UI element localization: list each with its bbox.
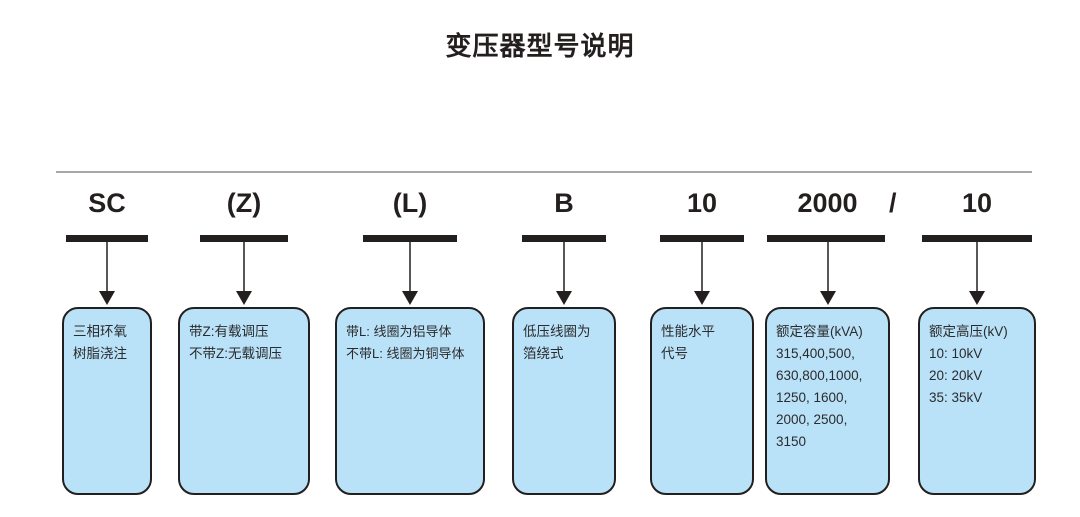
code-underline-2: [363, 235, 457, 242]
description-line: 代号: [661, 346, 688, 361]
code-label-4: 10: [686, 188, 718, 218]
arrow-head-2: [402, 291, 418, 305]
description-line: 35: 35kV: [929, 390, 983, 405]
arrow-head-4: [694, 291, 710, 305]
description-line: 2000, 2500,: [776, 412, 848, 427]
arrow-stem-0: [106, 242, 108, 294]
arrow-stem-6: [976, 242, 978, 294]
code-label-5: 2000: [797, 188, 858, 218]
description-line: 1250, 1600,: [776, 390, 848, 405]
description-line: 不带L: 线圈为铜导体: [346, 346, 465, 361]
arrow-head-6: [969, 291, 985, 305]
code-column-0: SC: [62, 186, 152, 305]
code-underline-0: [66, 235, 148, 242]
description-line: 低压线圈为: [523, 324, 591, 339]
arrow-stem-2: [409, 242, 411, 294]
description-box-6: 额定高压(kV) 10: 10kV 20: 20kV 35: 35kV: [918, 307, 1036, 495]
code-column-2: (L): [335, 186, 485, 305]
arrow-stem-5: [827, 242, 829, 294]
description-line: 带Z:有载调压: [189, 324, 269, 339]
description-line: 箔绕式: [523, 346, 564, 361]
description-line: 3150: [776, 434, 807, 449]
code-underline-5: [767, 235, 885, 242]
header-divider: [56, 171, 1032, 173]
code-label-3: B: [554, 188, 574, 218]
code-label-2: (L): [392, 188, 428, 218]
code-column-1: (Z): [178, 186, 310, 305]
arrow-stem-3: [563, 242, 565, 294]
description-box-5: 额定容量(kVA) 315,400,500, 630,800,1000, 125…: [765, 307, 890, 495]
code-label-6: 10: [961, 188, 993, 218]
arrow-head-3: [556, 291, 572, 305]
code-label-1: (Z): [226, 188, 262, 218]
code-underline-6: [922, 235, 1032, 242]
description-line: 性能水平: [661, 324, 715, 339]
description-line: 不带Z:无载调压: [189, 346, 282, 361]
code-column-4: 10: [650, 186, 754, 305]
code-column-5: 2000: [765, 186, 890, 305]
arrow-head-0: [99, 291, 115, 305]
description-line: 树脂浇注: [73, 346, 127, 361]
description-box-0: 三相环氧 树脂浇注: [62, 307, 152, 495]
description-line: 三相环氧: [73, 324, 127, 339]
code-underline-4: [660, 235, 744, 242]
description-box-1: 带Z:有载调压 不带Z:无载调压: [178, 307, 310, 495]
code-underline-1: [200, 235, 288, 242]
arrow-head-1: [236, 291, 252, 305]
description-line: 20: 20kV: [929, 368, 983, 383]
code-label-0: SC: [88, 188, 126, 218]
code-underline-3: [522, 235, 606, 242]
arrow-head-5: [820, 291, 836, 305]
description-line: 额定高压(kV): [929, 324, 1008, 339]
description-line: 额定容量(kVA): [776, 324, 863, 339]
description-line: 630,800,1000,: [776, 368, 863, 383]
description-box-3: 低压线圈为 箔绕式: [512, 307, 616, 495]
code-column-3: B: [512, 186, 616, 305]
arrow-stem-4: [701, 242, 703, 294]
description-line: 10: 10kV: [929, 346, 983, 361]
description-box-2: 带L: 线圈为铝导体 不带L: 线圈为铜导体: [335, 307, 485, 495]
description-box-4: 性能水平 代号: [650, 307, 754, 495]
voltage-separator: /: [889, 188, 897, 218]
code-column-6: 10: [918, 186, 1036, 305]
page-title: 变压器型号说明: [445, 31, 635, 61]
description-line: 带L: 线圈为铝导体: [346, 324, 452, 339]
description-line: 315,400,500,: [776, 346, 855, 361]
arrow-stem-1: [243, 242, 245, 294]
